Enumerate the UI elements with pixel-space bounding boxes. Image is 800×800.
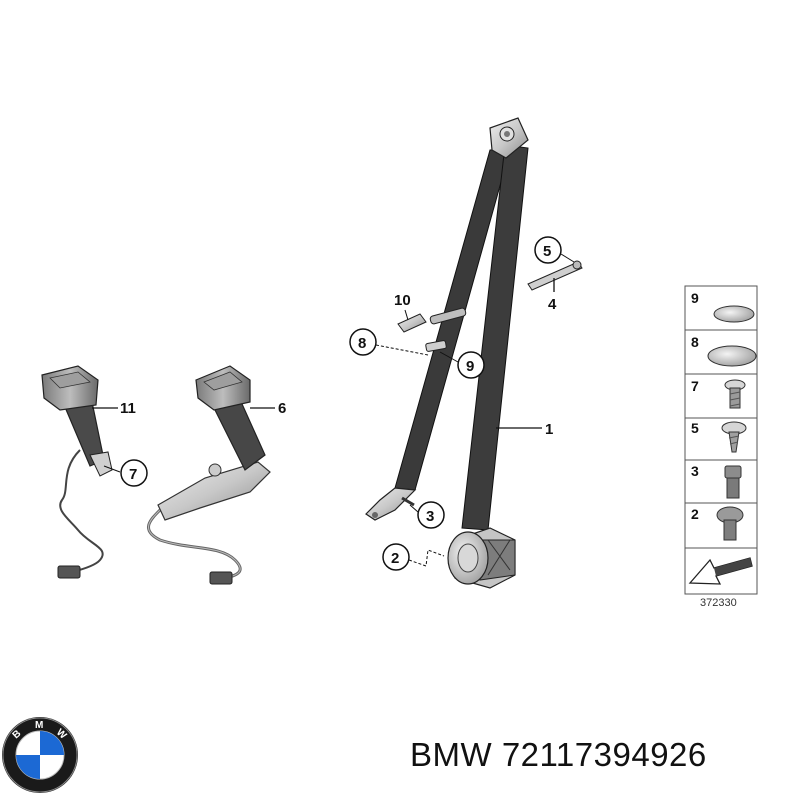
callout-11: 11 bbox=[120, 400, 136, 417]
torx-screw-icon bbox=[724, 379, 746, 409]
callout-7: 7 bbox=[129, 466, 137, 483]
seat-belt-assembly bbox=[365, 117, 583, 589]
callout-9-circle bbox=[457, 351, 485, 379]
svg-text:M: M bbox=[35, 720, 43, 731]
buckle-right-connector bbox=[209, 571, 233, 585]
hex-screw-icon bbox=[724, 465, 742, 499]
buckle-left-bracket bbox=[89, 451, 113, 477]
buckle-right-head bbox=[195, 365, 251, 411]
callout-8: 8 bbox=[358, 335, 366, 352]
direction-arrow-icon bbox=[688, 557, 753, 585]
callout-9: 9 bbox=[466, 358, 474, 375]
buckle-left bbox=[41, 365, 113, 579]
buckle-left-wire bbox=[59, 449, 104, 573]
buckle-right bbox=[147, 365, 271, 585]
table-label-3: 3 bbox=[691, 463, 699, 479]
callout-2: 2 bbox=[391, 550, 399, 567]
belt-bracket bbox=[527, 261, 583, 291]
buckle-right-cable bbox=[147, 508, 242, 580]
fastener-table: 9 8 7 5 3 2 bbox=[684, 285, 758, 595]
belt-retractor bbox=[447, 527, 516, 589]
callout-2-circle bbox=[382, 543, 410, 571]
callout-5-circle bbox=[534, 236, 562, 264]
callout-3: 3 bbox=[426, 508, 434, 525]
buckle-left-connector bbox=[57, 565, 81, 579]
callout-1: 1 bbox=[545, 421, 553, 438]
callout-5: 5 bbox=[543, 243, 551, 260]
self-tapping-screw-icon bbox=[721, 421, 747, 453]
table-label-2: 2 bbox=[691, 506, 699, 522]
part-number-caption: BMW 72117394926 bbox=[410, 736, 707, 773]
callout-8-circle bbox=[349, 328, 377, 356]
callout-10: 10 bbox=[394, 292, 411, 309]
callout-4: 4 bbox=[548, 296, 557, 313]
table-label-9: 9 bbox=[691, 290, 699, 306]
cap-flat-icon bbox=[713, 305, 755, 323]
loose-stop-button bbox=[397, 313, 427, 333]
stop-button-part bbox=[429, 307, 467, 325]
table-label-7: 7 bbox=[691, 378, 699, 394]
table-label-5: 5 bbox=[691, 420, 699, 436]
table-label-8: 8 bbox=[691, 334, 699, 350]
cap-dome-icon bbox=[707, 345, 757, 367]
button-screw-icon bbox=[716, 506, 744, 541]
diagram-number: 372330 bbox=[700, 597, 737, 609]
callout-6: 6 bbox=[278, 400, 286, 417]
callout-7-circle bbox=[120, 459, 148, 487]
callout-3-circle bbox=[417, 501, 445, 529]
stopper-lower-part bbox=[425, 340, 447, 352]
belt-lower-anchor bbox=[365, 487, 417, 521]
buckle-left-head bbox=[41, 365, 99, 411]
bmw-logo: B M W bbox=[2, 717, 78, 793]
